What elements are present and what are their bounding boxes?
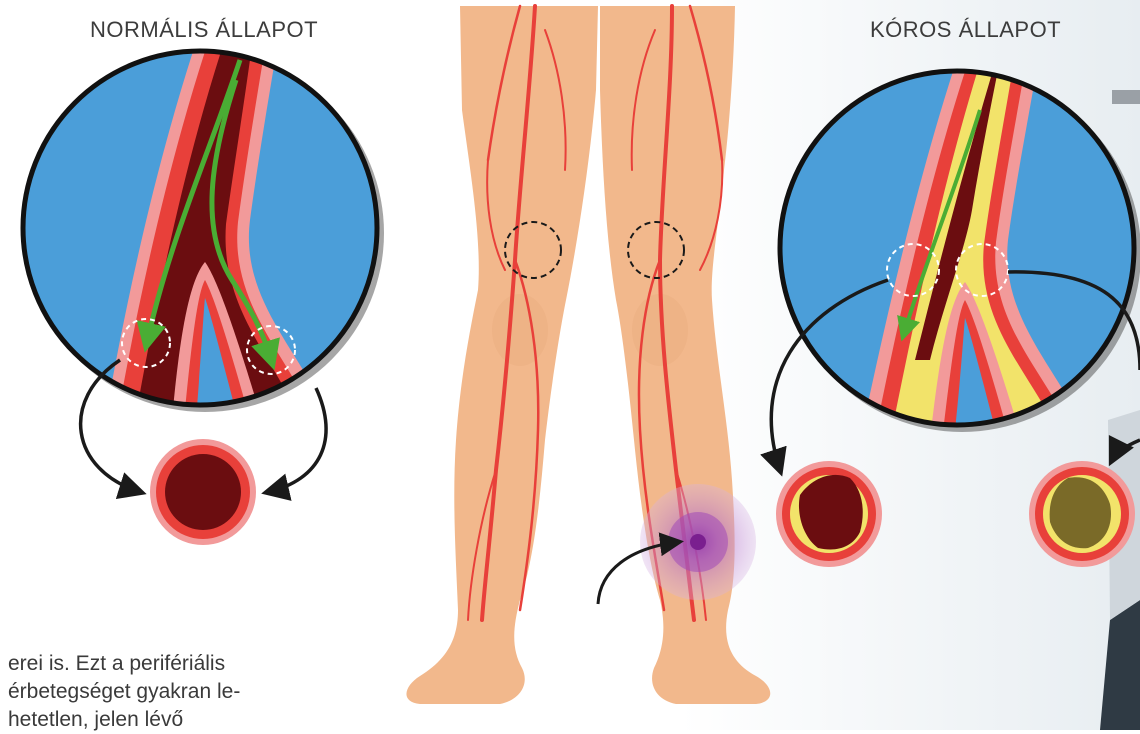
pointer-arrow-icon [268, 388, 326, 492]
body-text-line: érbetegséget gyakran le- [8, 678, 308, 706]
body-text-paragraph: erei is. Ezt a perifériális érbetegséget… [8, 650, 308, 734]
pain-spot [598, 484, 756, 604]
legs-illustration [406, 6, 770, 704]
normal-artery-zoom [23, 30, 384, 420]
body-text-line: erei is. Ezt a perifériális [8, 650, 308, 678]
disease-artery-zoom [780, 50, 1140, 440]
